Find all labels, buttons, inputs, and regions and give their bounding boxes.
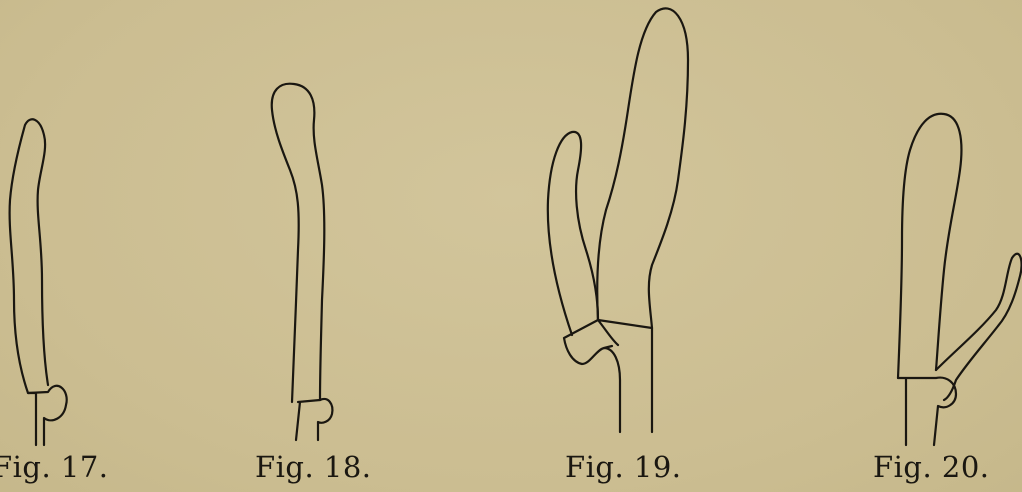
fig-20-main-lobe (898, 114, 961, 378)
fig-17-caption: Fig. 17. (0, 450, 109, 484)
fig-18-caption: Fig. 18. (255, 450, 372, 484)
fig-20-caption: Fig. 20. (873, 450, 990, 484)
fig-19-caption: Fig. 19. (565, 450, 682, 484)
fig-20-side-branch (936, 254, 1022, 400)
fig-20-basal-bulge (898, 378, 956, 445)
